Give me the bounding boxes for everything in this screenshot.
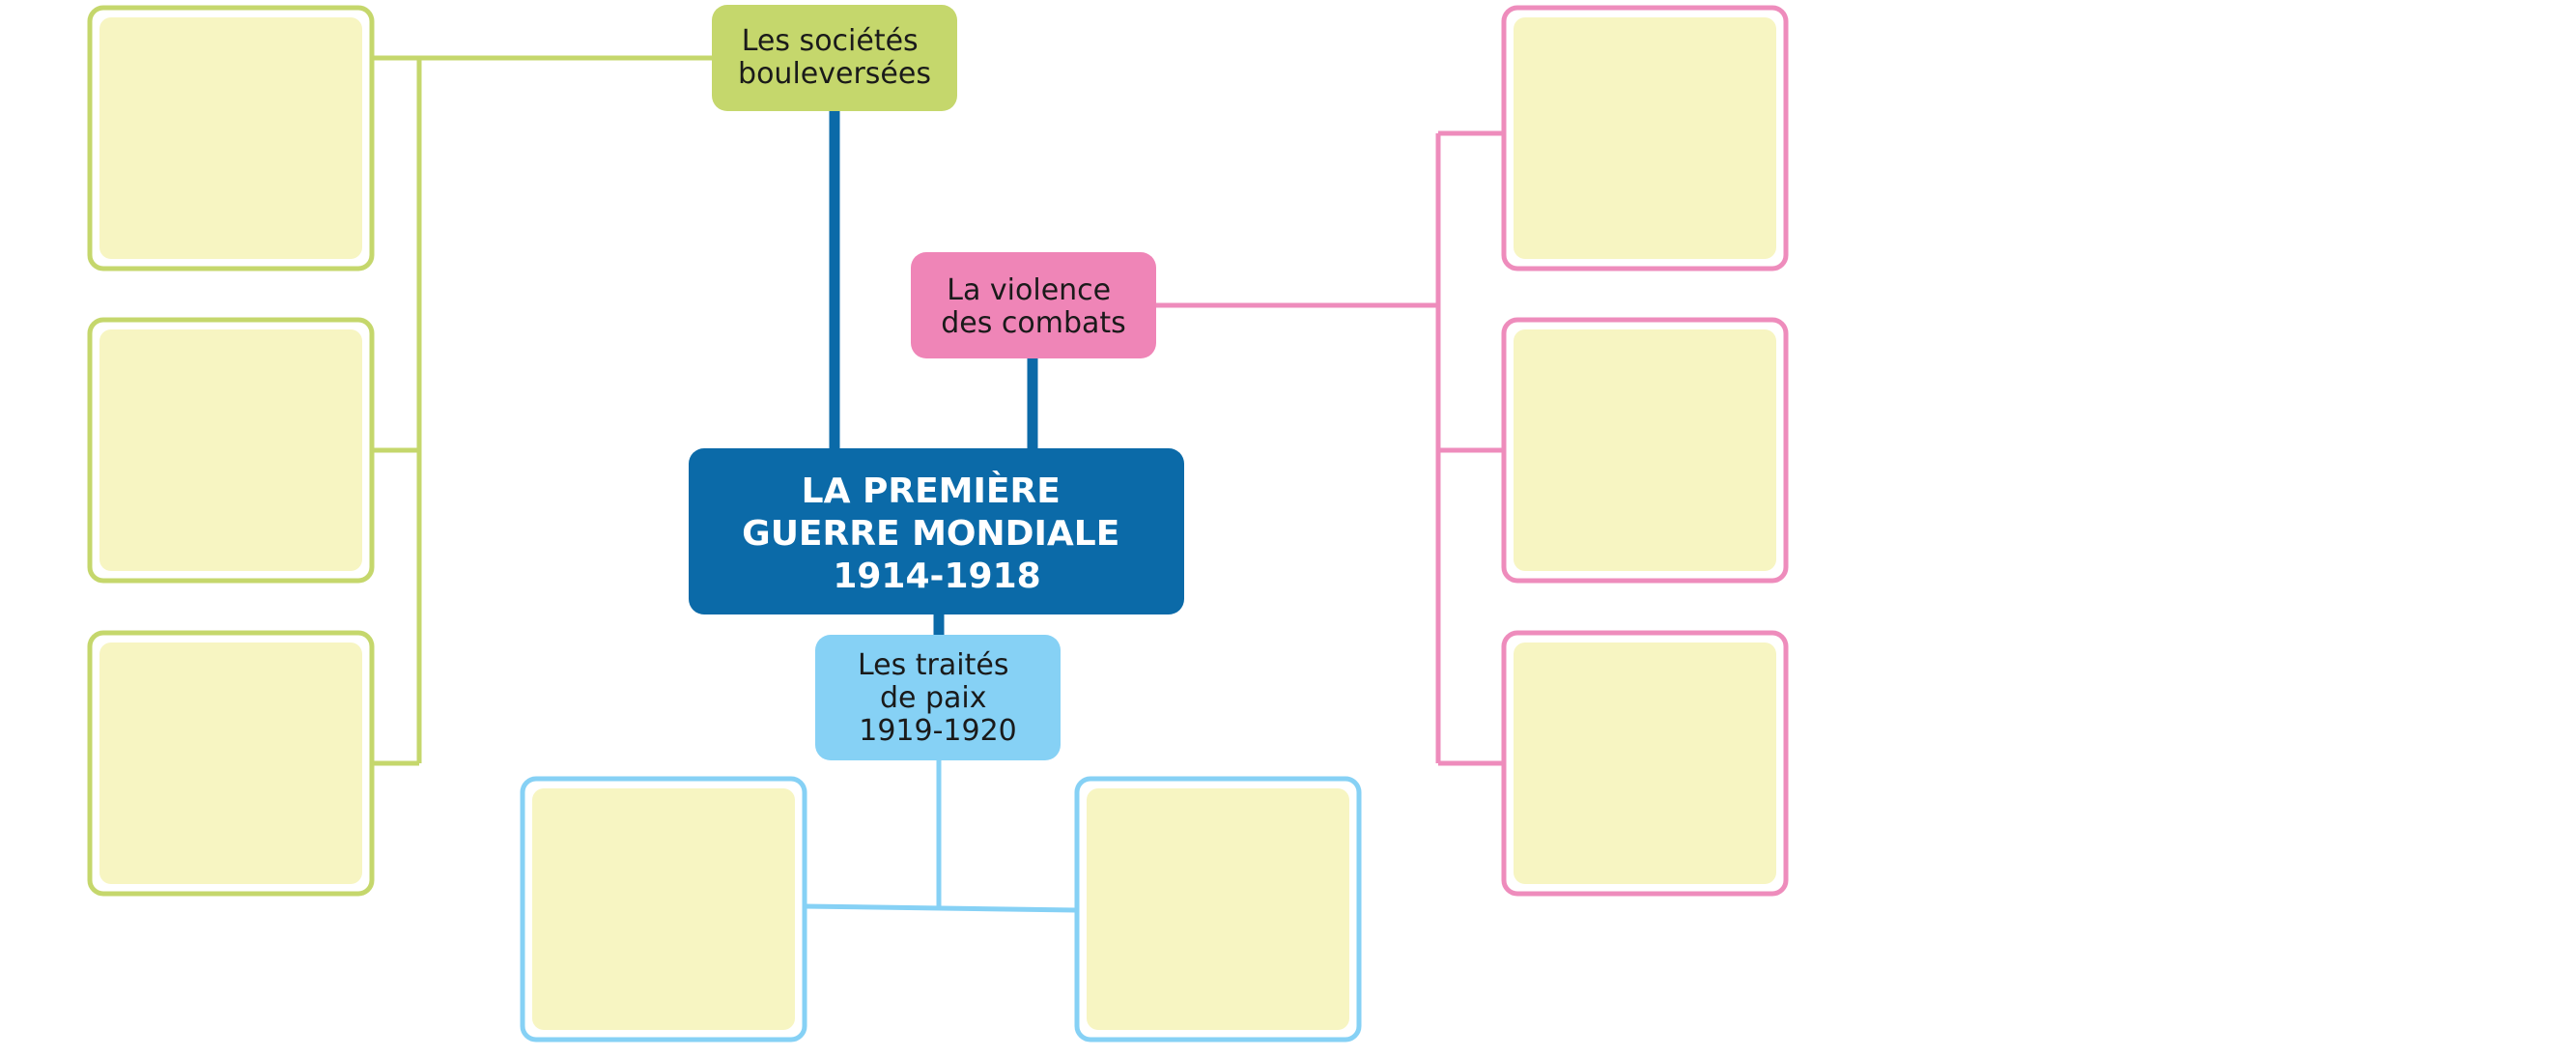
svg-text:La violence des combats: La violence des combats <box>941 273 1126 340</box>
answer-box[interactable] <box>1501 5 1789 271</box>
violence-connectors <box>1155 130 1503 766</box>
answer-box[interactable] <box>87 317 375 584</box>
svg-text:Les traités de paix: Les traités de paix 1919-1920 <box>858 648 1018 748</box>
branch-label-line: La violence <box>947 273 1111 307</box>
branch-label-line: de paix <box>880 681 987 715</box>
answer-box[interactable] <box>87 5 375 271</box>
branch-node-traites: Les traités de paix 1919-1920 <box>815 635 1061 760</box>
societes-connectors <box>373 55 715 766</box>
societes-answer-boxes <box>87 5 375 897</box>
center-label-line: GUERRE MONDIALE <box>742 514 1119 554</box>
branch-node-violence: La violence des combats <box>911 252 1156 358</box>
connector-traites-horizontal <box>804 903 1077 913</box>
center-node: LA PREMIÈRE GUERRE MONDIALE 1914-1918 <box>689 448 1184 614</box>
center-label-line: 1914-1918 <box>833 557 1040 596</box>
branch-label-line: Les sociétés <box>742 24 919 58</box>
traites-connectors <box>804 760 1077 913</box>
answer-box[interactable] <box>1074 776 1362 1043</box>
center-connectors <box>829 108 1038 638</box>
answer-box[interactable] <box>87 630 375 897</box>
branch-label-line: bouleversées <box>738 57 931 91</box>
svg-text:LA PREMIÈRE GUERRE MONDI: LA PREMIÈRE GUERRE MONDIALE 1914-1918 <box>742 471 1132 596</box>
answer-box[interactable] <box>520 776 807 1043</box>
branch-label-line: 1919-1920 <box>859 714 1017 748</box>
violence-answer-boxes <box>1501 5 1789 897</box>
answer-box[interactable] <box>1501 630 1789 897</box>
center-label-line: LA PREMIÈRE <box>802 471 1061 511</box>
branch-label-line: des combats <box>941 306 1126 340</box>
traites-answer-boxes <box>520 776 1362 1043</box>
branch-node-societes: Les sociétés bouleversées <box>712 5 957 111</box>
answer-box[interactable] <box>1501 317 1789 584</box>
svg-text:Les sociétés bouleversée: Les sociétés bouleversées <box>738 24 931 91</box>
branch-label-line: Les traités <box>858 648 1008 682</box>
